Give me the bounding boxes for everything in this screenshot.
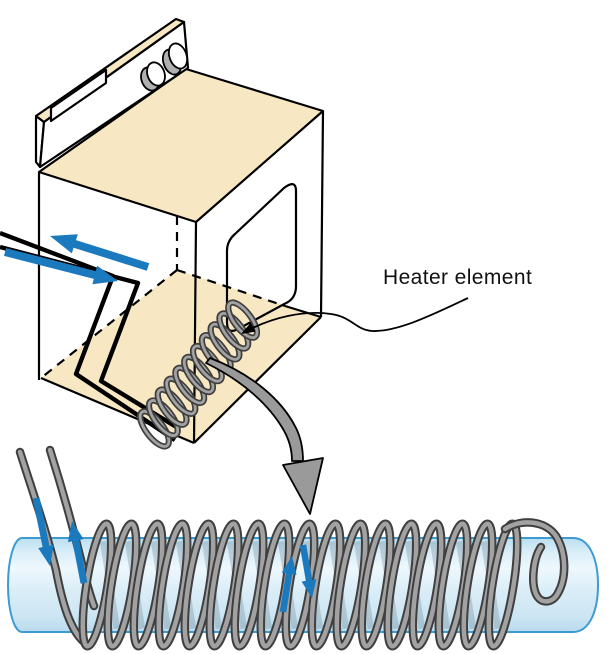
heater-element-closeup bbox=[7, 445, 600, 648]
vent-opening bbox=[225, 183, 298, 332]
mid-coil-down-arrow-icon bbox=[299, 544, 317, 598]
supply-wire-1 bbox=[0, 230, 177, 442]
lead-current-down-arrow-icon bbox=[32, 497, 54, 566]
coil-end-hook bbox=[500, 518, 569, 606]
knob-left-icon bbox=[140, 61, 166, 92]
clothes-dryer bbox=[0, 17, 325, 453]
label-leader-arrow bbox=[241, 297, 469, 334]
heater-coil-large bbox=[77, 518, 569, 648]
panel-front-face bbox=[38, 20, 190, 169]
current-out-arrow-icon bbox=[50, 234, 150, 271]
knob-right-icon bbox=[161, 42, 189, 76]
display-slot bbox=[49, 68, 108, 123]
current-in-arrow-icon bbox=[4, 248, 118, 285]
mid-coil-up-arrow-icon bbox=[279, 556, 297, 613]
lead-current-up-arrow-icon bbox=[67, 521, 88, 584]
zoom-callout-arrow-icon bbox=[205, 357, 324, 515]
control-panel bbox=[34, 17, 190, 169]
heater-element-label: Heater element bbox=[383, 266, 533, 289]
